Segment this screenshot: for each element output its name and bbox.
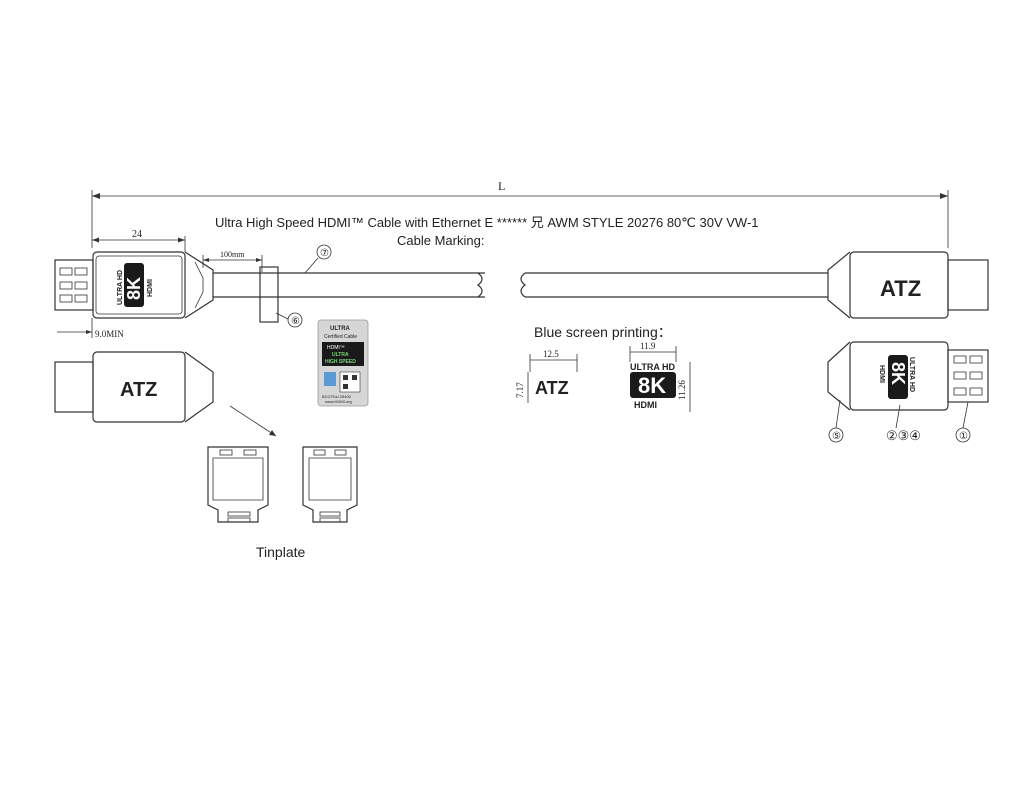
svg-text:8K: 8K — [124, 277, 144, 300]
svg-text:ULTRA HD: ULTRA HD — [117, 270, 124, 305]
brand-logo-print: ATZ — [535, 378, 569, 398]
8k-badge-print-sample: 11.9 11.26 ULTRA HD 8K HDMI — [629, 341, 691, 412]
svg-text:ULTRA HD: ULTRA HD — [908, 357, 915, 392]
callout-6: ⑥ — [275, 312, 303, 328]
blue-screen-printing-label: Blue screen printing： — [534, 324, 672, 340]
cable-marking-caption: Cable Marking: — [397, 233, 484, 248]
left-connector-back: ATZ — [54, 351, 277, 437]
right-connector-back: ATZ — [827, 251, 989, 319]
svg-text:BCCFDU.25400: BCCFDU.25400 — [322, 394, 352, 399]
8k-badge-left-top: ULTRA HD 8K HDMI — [117, 263, 154, 307]
overall-length-dimension: L — [91, 179, 949, 248]
cable-left-segment — [213, 266, 485, 323]
svg-text:⑦: ⑦ — [320, 248, 329, 259]
overall-length-label: L — [498, 179, 505, 193]
svg-text:ULTRA HD: ULTRA HD — [630, 362, 675, 372]
svg-text:8K: 8K — [638, 373, 666, 398]
svg-text:HDMI: HDMI — [147, 279, 154, 297]
svg-text:①: ① — [959, 431, 968, 442]
certified-cable-label: ULTRA Certified Cable HDMI™ ULTRA HIGH S… — [317, 319, 369, 407]
logo-print-sample: 12.5 7.17 ATZ — [515, 349, 578, 403]
svg-text:⑥: ⑥ — [291, 316, 300, 327]
tinplate-left — [207, 446, 269, 523]
svg-text:HDMI: HDMI — [634, 400, 657, 410]
brand-logo-left-bottom: ATZ — [120, 379, 157, 401]
svg-text:ULTRA: ULTRA — [332, 352, 349, 358]
8k-badge-right-bottom: ULTRA HD 8K HDMI — [878, 355, 915, 399]
tinplate-right — [302, 446, 358, 523]
left-connector-front — [54, 251, 214, 319]
svg-text:⑤: ⑤ — [832, 431, 841, 442]
head-length-dimension: 24 — [92, 229, 186, 252]
callout-2-3-4: ②③④ — [886, 404, 921, 443]
logo-width-label: 12.5 — [543, 349, 559, 359]
cable-marking-text: Ultra High Speed HDMI™ Cable with Ethern… — [215, 215, 759, 230]
svg-text:Certified Cable: Certified Cable — [324, 334, 357, 340]
min-insertion-dimension: 9.0MIN — [57, 318, 124, 339]
svg-text:HIGH SPEED: HIGH SPEED — [325, 359, 356, 365]
tinplate-label: Tinplate — [256, 544, 306, 560]
callout-7: ⑦ — [304, 244, 332, 274]
brand-logo-right-top: ATZ — [880, 276, 921, 301]
callout-1: ① — [955, 401, 971, 443]
svg-text:HDMI: HDMI — [878, 365, 885, 383]
head-length-label: 24 — [132, 229, 142, 240]
svg-text:②③④: ②③④ — [886, 428, 921, 443]
cable-right-segment — [520, 272, 828, 298]
callout-5: ⑤ — [828, 399, 844, 443]
svg-text:HDMI™: HDMI™ — [327, 345, 345, 351]
marking-offset-label: 100mm — [220, 250, 245, 259]
svg-text:8K: 8K — [888, 362, 908, 385]
svg-text:www.HDMI.org: www.HDMI.org — [325, 399, 352, 404]
min-insertion-label: 9.0MIN — [95, 329, 124, 339]
badge-width-label: 11.9 — [640, 341, 656, 351]
badge-height-label: 11.26 — [677, 380, 687, 400]
marking-offset-dimension: 100mm — [202, 250, 263, 272]
svg-text:ULTRA: ULTRA — [330, 326, 351, 332]
logo-height-label: 7.17 — [515, 382, 525, 398]
